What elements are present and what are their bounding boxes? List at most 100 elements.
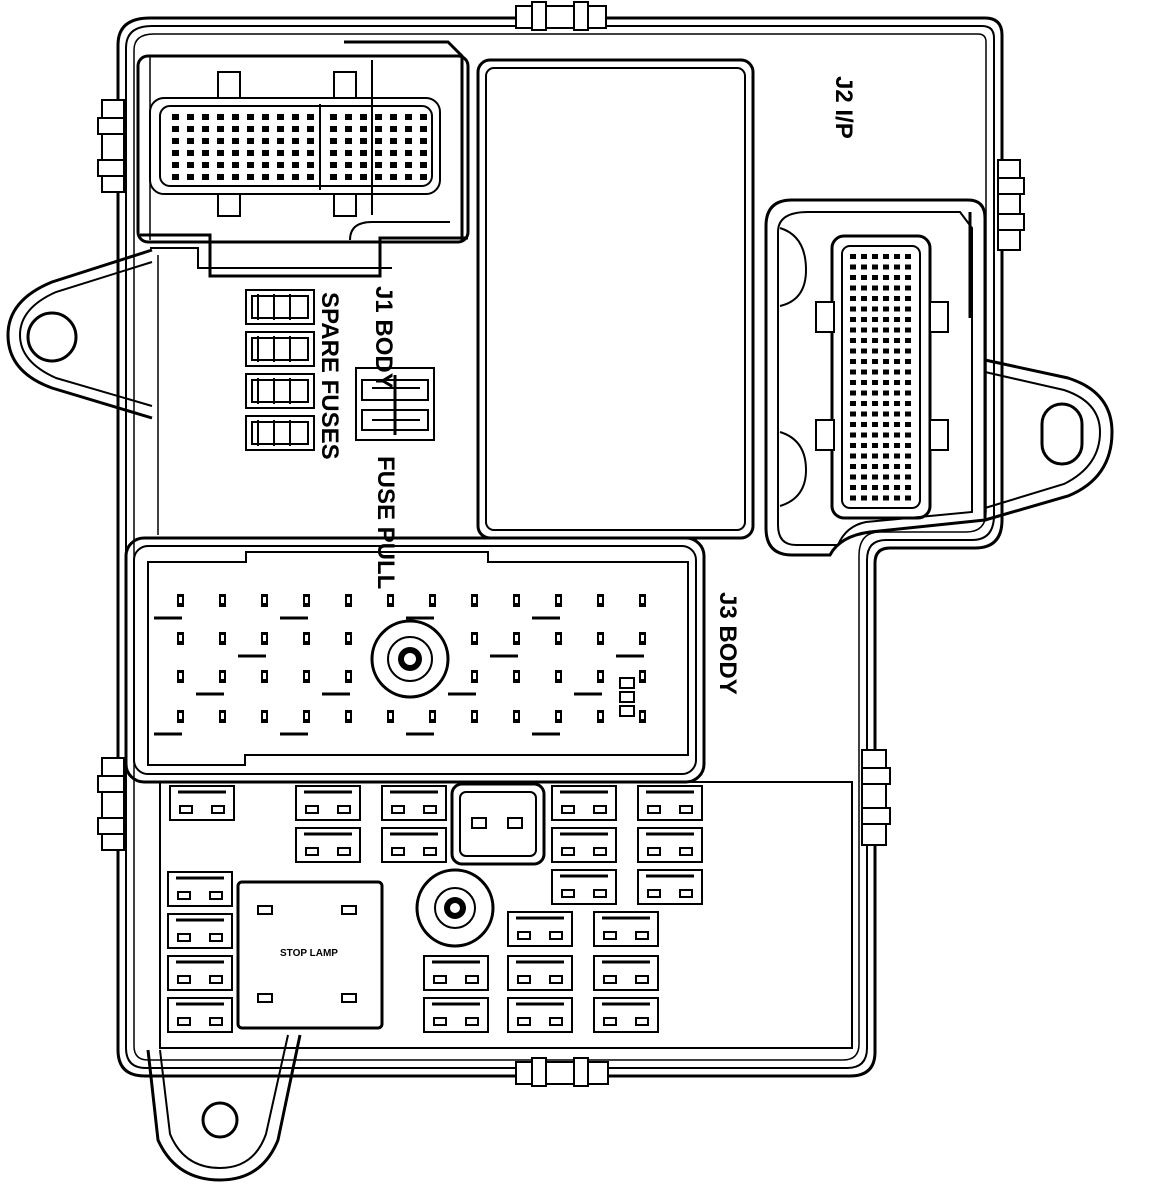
j3-terminal-hole — [263, 635, 266, 641]
j2-pin — [850, 359, 856, 364]
mini-fuse-contact — [561, 847, 575, 856]
mini-fuse-contact — [433, 975, 447, 984]
j2-pin — [850, 369, 856, 375]
j1-pin — [420, 162, 427, 168]
j2-pin — [861, 285, 867, 291]
j3-terminal-hole — [515, 673, 518, 679]
j1-pin — [390, 114, 397, 120]
j1-pin — [307, 138, 314, 144]
j2-pin — [905, 474, 911, 480]
j2-pin — [883, 380, 889, 385]
mounting-ear-left — [6, 248, 153, 420]
j2-pin — [861, 317, 867, 322]
j1-pin — [345, 150, 352, 156]
label-stop-lamp: STOP LAMP — [280, 948, 338, 959]
j1-pin — [360, 150, 367, 156]
j2-pin — [905, 338, 911, 343]
j2-pin — [883, 254, 889, 259]
j3-terminal-hole — [221, 635, 224, 641]
j2-ip-connector — [764, 198, 987, 557]
j2-pin — [905, 453, 911, 459]
mini-fuse-slot — [507, 955, 573, 991]
j3-terminal-hole — [473, 673, 476, 679]
j1-pin — [405, 138, 412, 144]
j3-small-terminal — [619, 691, 635, 703]
j2-pin — [894, 275, 900, 280]
j1-pin — [360, 114, 367, 120]
j3-terminal-hole — [263, 597, 266, 603]
mini-fuse-contact — [209, 975, 223, 984]
mini-fuse-contact — [423, 805, 437, 814]
mini-fuse-contact — [549, 975, 563, 984]
j1-pin — [405, 150, 412, 156]
spare-fuse-slots — [245, 289, 315, 451]
j1-pin — [375, 174, 382, 180]
mini-fuse-contact — [391, 847, 405, 856]
j2-pin — [905, 285, 911, 291]
j1-pin — [292, 114, 299, 120]
j2-pin — [872, 369, 878, 375]
j2-pin — [894, 285, 900, 291]
j2-pin — [872, 296, 878, 301]
j1-pin — [202, 138, 209, 144]
j1-pin — [187, 150, 194, 156]
j1-pin — [375, 162, 382, 168]
j3-body-connector — [124, 536, 706, 784]
mini-fuse-contact — [679, 805, 693, 814]
mini-fuse-contact — [593, 847, 607, 856]
j3-terminal-hole — [641, 673, 644, 679]
j1-pin — [247, 174, 254, 180]
j2-pin — [872, 275, 878, 280]
j1-pin — [345, 162, 352, 168]
j1-pin — [405, 162, 412, 168]
mini-fuse-slot — [295, 827, 361, 863]
mini-fuse-contact — [465, 1017, 479, 1026]
j2-pin — [872, 254, 878, 259]
j3-terminal-hole — [515, 597, 518, 603]
j2-pin — [883, 495, 889, 501]
j3-terminal-hole — [515, 713, 518, 719]
j1-pin — [277, 174, 284, 180]
j1-pin — [292, 138, 299, 144]
j1-pin — [172, 174, 179, 180]
j2-pin — [872, 464, 878, 469]
j1-pin — [232, 114, 239, 120]
j3-terminal-hole — [515, 635, 518, 641]
j1-pin — [330, 174, 337, 180]
mini-fuse-contact — [647, 889, 661, 898]
j3-terminal-hole — [305, 635, 308, 641]
j3-terminal-hole — [347, 673, 350, 679]
j1-pin — [172, 150, 179, 156]
j2-pin — [861, 296, 867, 301]
j1-pin — [405, 174, 412, 180]
mini-fuse-slot — [167, 997, 233, 1033]
j1-pin — [247, 138, 254, 144]
j2-pin — [894, 464, 900, 469]
j2-pin — [905, 443, 911, 448]
j1-pin — [187, 126, 194, 132]
j2-pin — [850, 338, 856, 343]
j2-pin — [883, 359, 889, 364]
j2-pin — [850, 443, 856, 448]
j2-pin — [894, 369, 900, 375]
j2-pin — [894, 327, 900, 333]
j1-pin — [262, 114, 269, 120]
mini-fuse-contact — [177, 975, 191, 984]
j2-pin — [905, 495, 911, 501]
mini-fuse-slot — [593, 911, 659, 947]
j1-pin — [232, 162, 239, 168]
mini-fuse-contact — [517, 1017, 531, 1026]
mini-fuse-slot — [381, 785, 447, 821]
j3-terminal-hole — [599, 673, 602, 679]
mini-fuse-contact — [635, 1017, 649, 1026]
j1-pin — [330, 114, 337, 120]
j1-pin — [187, 174, 194, 180]
j2-pin — [861, 369, 867, 375]
j2-pin — [872, 264, 878, 270]
j2-pin — [905, 411, 911, 417]
mini-fuse-contact — [561, 889, 575, 898]
mini-fuse-slot — [593, 997, 659, 1033]
j2-pin — [905, 264, 911, 270]
j2-pin — [905, 275, 911, 280]
j1-pin — [307, 162, 314, 168]
